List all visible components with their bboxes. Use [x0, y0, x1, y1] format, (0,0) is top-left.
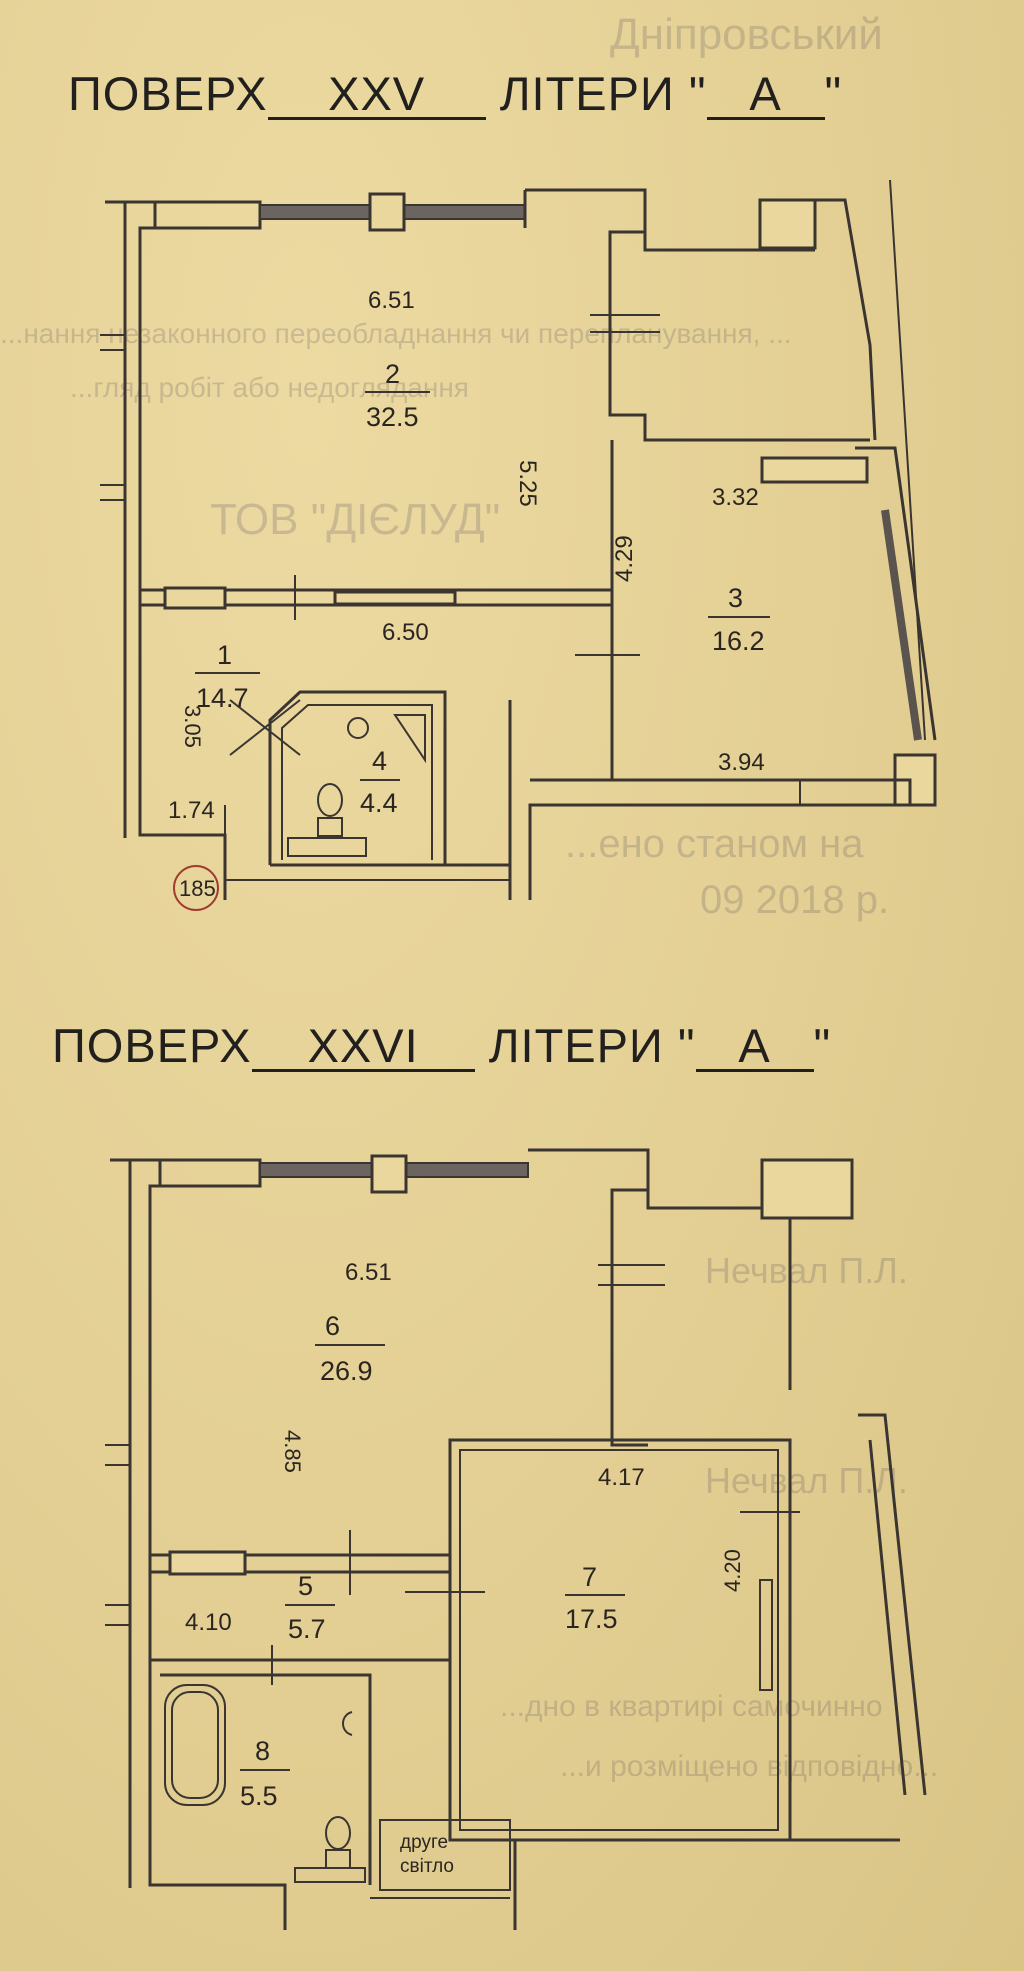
dim-4-85: 4.85	[280, 1430, 305, 1473]
room-2-area: 32.5	[366, 402, 419, 432]
room-7-number: 7	[582, 1562, 597, 1592]
second-light-label-1: друге	[400, 1832, 448, 1853]
dim-5-25: 5.25	[514, 460, 541, 507]
dim-4-17: 4.17	[598, 1464, 645, 1491]
letter-label: ЛІТЕРИ "	[488, 1019, 696, 1072]
floor-label: ПОВЕРХ	[68, 67, 268, 120]
ghost-text-bottom1: ...дно в квартирі самочинно	[500, 1690, 883, 1723]
room-1-area: 14.7	[196, 683, 249, 713]
room-4-number: 4	[372, 746, 387, 776]
room-3-number: 3	[728, 583, 743, 613]
room-6-area: 26.9	[320, 1356, 373, 1386]
ghost-text-date-value: 09 2018 р.	[700, 878, 890, 922]
room-5-number: 5	[298, 1571, 313, 1601]
dim-1-74: 1.74	[168, 797, 215, 824]
room-5-area: 5.7	[288, 1614, 326, 1644]
floor-xxv-plan: 6.51 2 32.5 5.25 6.50 4.29 3.32 3 16.2 3…	[100, 180, 937, 911]
ghost-text-line1: ...нання незаконного переобладнання чи п…	[0, 318, 792, 349]
room-6-number: 6	[325, 1311, 340, 1341]
room-8-area: 5.5	[240, 1781, 278, 1811]
letter-close: "	[824, 67, 843, 120]
room-3-area: 16.2	[712, 626, 765, 656]
room-1-number: 1	[217, 640, 232, 670]
letter-value: А	[695, 1022, 814, 1072]
dim-4-10: 4.10	[185, 1609, 232, 1636]
floor-xxvi-plan: 6.51 6 26.9 4.85 4.17 7 17.5 4.20 4.10 5…	[105, 1148, 927, 1930]
dim-3-32: 3.32	[712, 484, 759, 511]
floor-label: ПОВЕРХ	[52, 1019, 252, 1072]
dim-3-94: 3.94	[718, 749, 765, 776]
ghost-text-name1: Нечвал П.Л.	[705, 1250, 908, 1291]
second-light-label-2: світло	[400, 1856, 454, 1877]
dim-4-29: 4.29	[611, 535, 638, 582]
stamp-circle	[173, 865, 219, 911]
room-8-number: 8	[255, 1736, 270, 1766]
letter-close: "	[813, 1019, 832, 1072]
ghost-text-line2: ...гляд робіт або недоглядання	[70, 372, 469, 403]
letter-label: ЛІТЕРИ "	[499, 67, 707, 120]
dim-6-50: 6.50	[382, 619, 429, 646]
outer-wall	[105, 200, 227, 900]
letter-value: А	[706, 70, 825, 120]
room-4-area: 4.4	[360, 788, 398, 818]
floor-number: XXVI	[251, 1022, 475, 1072]
dim-6-51: 6.51	[345, 1259, 392, 1286]
room-2-number: 2	[385, 359, 400, 389]
room-7-area: 17.5	[565, 1604, 618, 1634]
stamp-number: 185	[179, 876, 216, 901]
ghost-text-bottom2: ...и розміщено відповідно...	[560, 1750, 939, 1783]
floor-number: XXV	[267, 70, 486, 120]
ghost-text-top: Дніпровський	[610, 10, 883, 59]
dim-3-05: 3.05	[180, 705, 205, 748]
dim-6-51: 6.51	[368, 287, 415, 314]
dim-4-20: 4.20	[720, 1549, 745, 1592]
ghost-text-company: ТОВ "ДІЄЛУД"	[210, 495, 501, 544]
ghost-text-date-line: ...ено станом на	[565, 822, 864, 866]
